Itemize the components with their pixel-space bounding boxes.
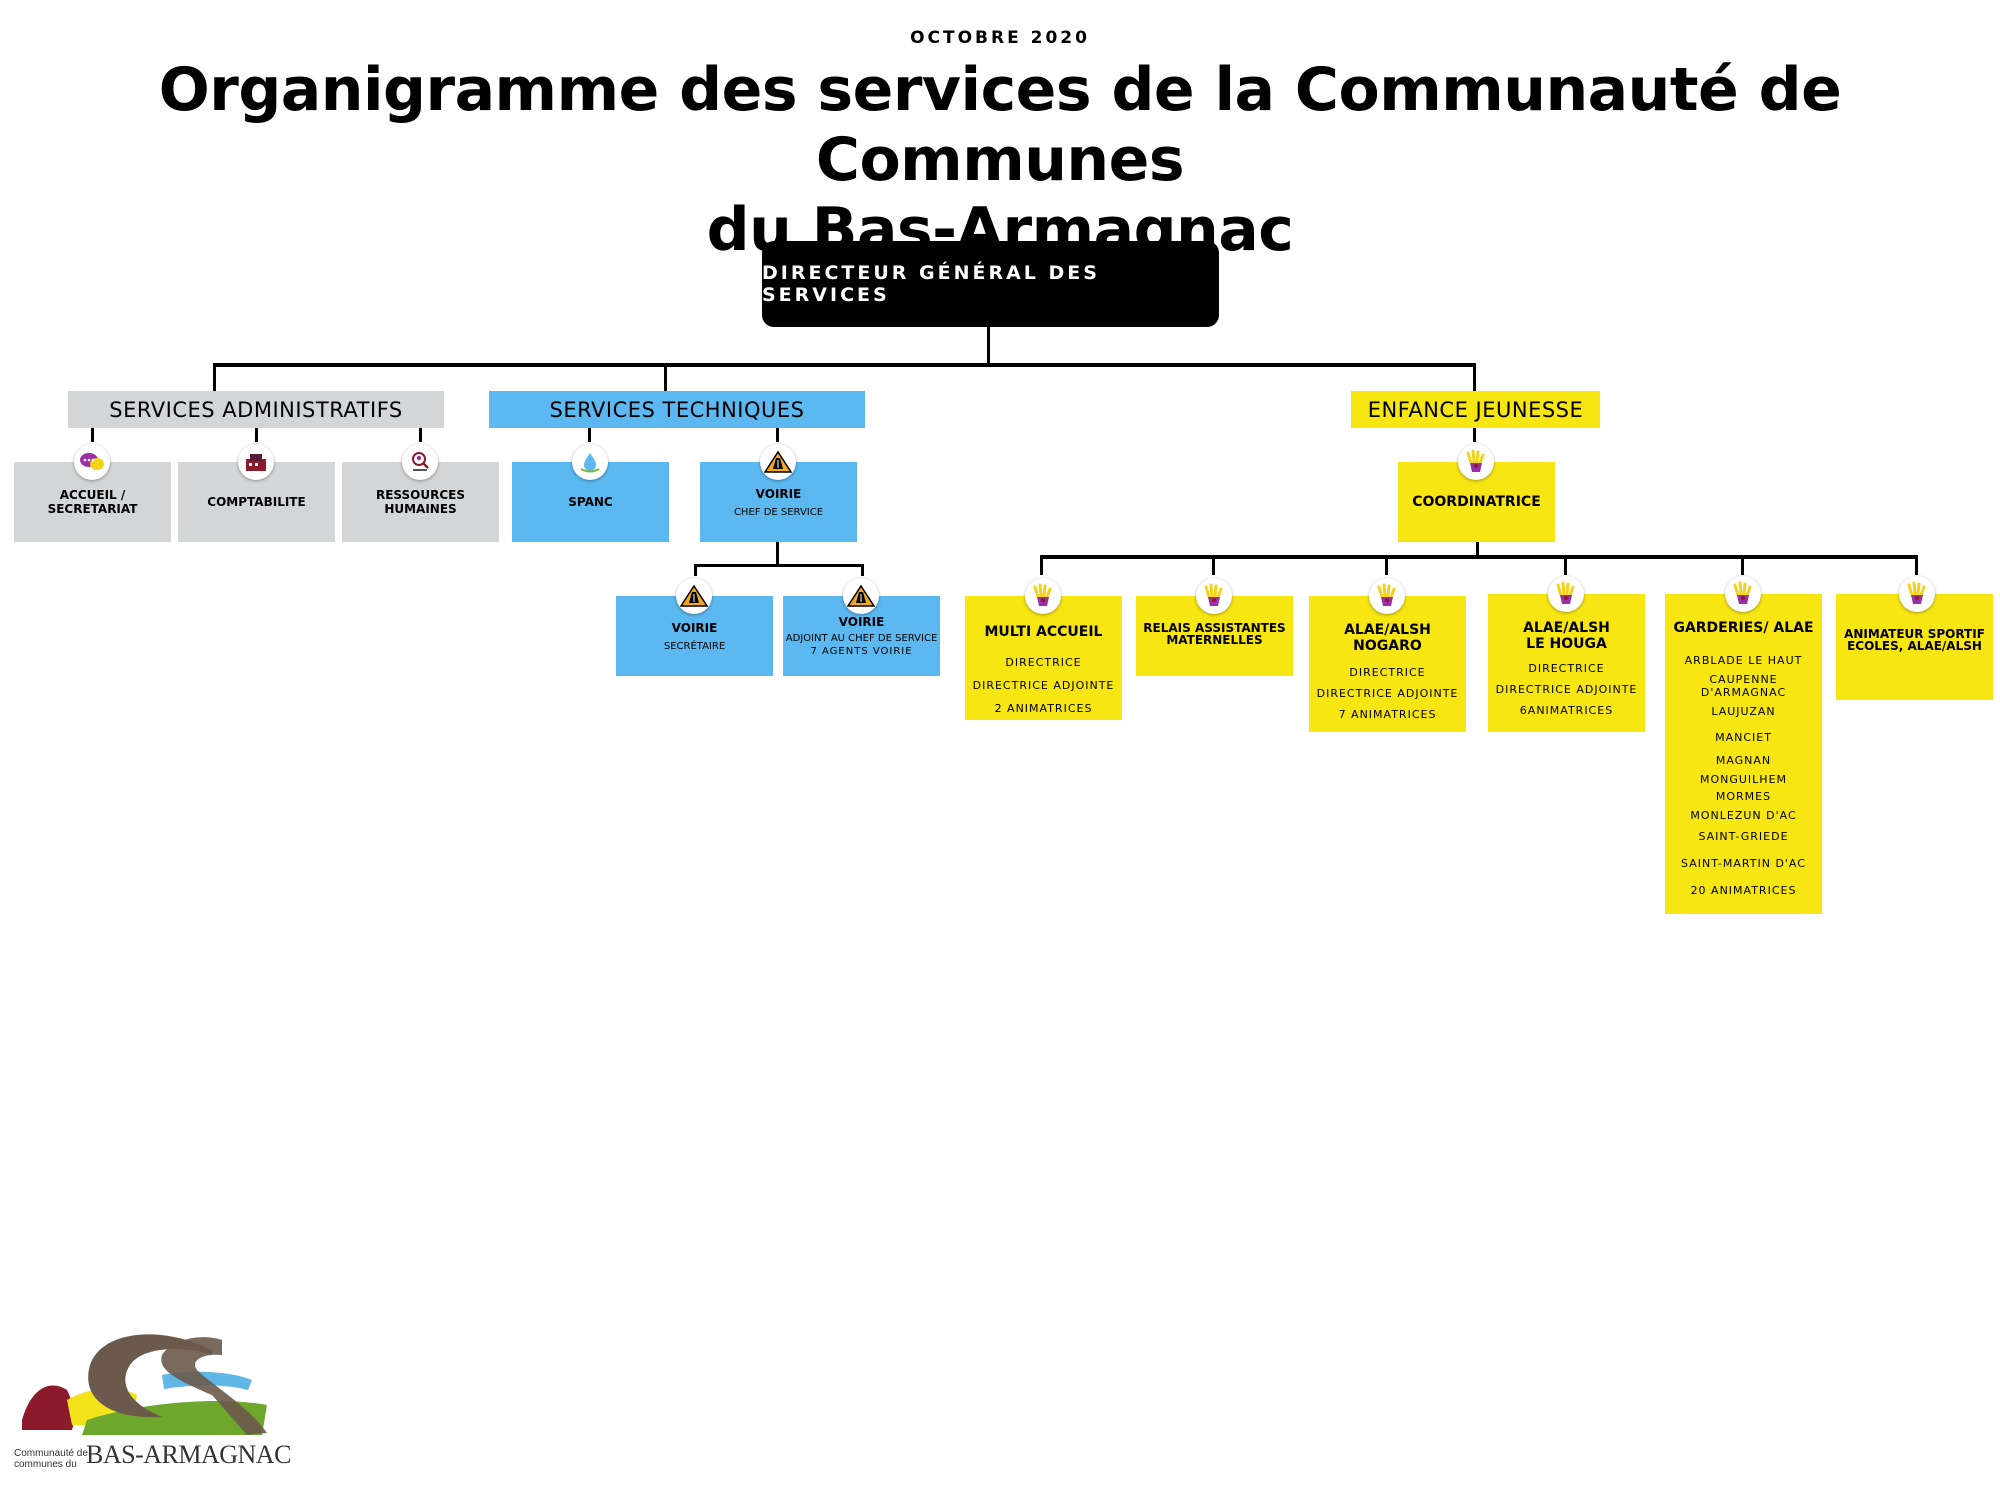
unit-detail: DIRECTRICE bbox=[1528, 662, 1605, 675]
unit-label: COORDINATRICE bbox=[1412, 494, 1541, 510]
unit-role: SECRÉTAIRE bbox=[663, 640, 726, 652]
connector-line bbox=[1915, 555, 1918, 575]
unit-label-2: MATERNELLES bbox=[1166, 633, 1263, 647]
connector-line bbox=[1040, 555, 1918, 559]
logo-tagline-line1: Communauté de bbox=[14, 1448, 88, 1459]
connector-line bbox=[694, 564, 697, 576]
connector-line bbox=[987, 327, 990, 365]
unit-label-2: NOGARO bbox=[1353, 638, 1422, 654]
admin-unit-rh: RESSOURCES HUMAINES bbox=[342, 462, 499, 542]
connector-line bbox=[1040, 555, 1043, 575]
hands-icon bbox=[1458, 444, 1494, 480]
unit-detail: MONGUILHEM bbox=[1699, 773, 1788, 786]
road-warning-icon bbox=[843, 578, 879, 614]
hands-icon bbox=[1725, 576, 1761, 612]
connector-line bbox=[255, 428, 258, 442]
enfance-header: ENFANCE JEUNESSE bbox=[1351, 391, 1600, 428]
water-drop-icon bbox=[572, 444, 608, 480]
unit-detail: MANCIET bbox=[1715, 731, 1772, 744]
connector-line bbox=[1564, 555, 1567, 575]
connector-line bbox=[694, 564, 864, 567]
unit-detail: MORMES bbox=[1715, 790, 1772, 803]
connector-line bbox=[776, 428, 779, 442]
connector-line bbox=[664, 363, 667, 391]
connector-line bbox=[588, 428, 591, 442]
admin-header: SERVICES ADMINISTRATIFS bbox=[68, 391, 444, 428]
hands-icon bbox=[1196, 578, 1232, 614]
unit-detail: 2 ANIMATRICES bbox=[994, 702, 1093, 715]
road-warning-icon bbox=[676, 578, 712, 614]
connector-line bbox=[213, 363, 216, 391]
unit-label: MULTI ACCUEIL bbox=[984, 624, 1103, 640]
connector-line bbox=[861, 564, 864, 576]
admin-unit-comptabilite: COMPTABILITE bbox=[178, 462, 335, 542]
chart-title-line1: Organigramme des services de la Communau… bbox=[158, 55, 1842, 195]
chart-date: OCTOBRE 2020 bbox=[910, 28, 1090, 48]
unit-detail: DIRECTRICE ADJOINTE bbox=[1316, 687, 1459, 700]
unit-detail: SAINT-GRIEDE bbox=[1698, 830, 1789, 843]
unit-detail: 20 ANIMATRICES bbox=[1690, 884, 1797, 897]
hands-icon bbox=[1548, 576, 1584, 612]
unit-detail: DIRECTRICE bbox=[1005, 656, 1082, 669]
hands-icon bbox=[1899, 576, 1935, 612]
alae-houga-box: ALAE/ALSH LE HOUGA DIRECTRICE DIRECTRICE… bbox=[1488, 594, 1645, 732]
director-box: DIRECTEUR GÉNÉRAL DES SERVICES bbox=[762, 241, 1219, 327]
connector-line bbox=[1741, 555, 1744, 575]
connector-line bbox=[213, 363, 1476, 367]
unit-label: RELAIS ASSISTANTES bbox=[1143, 621, 1286, 635]
unit-label: SPANC bbox=[568, 495, 613, 509]
tech-unit-voirie-adjoint: VOIRIE ADJOINT AU CHEF DE SERVICE 7 AGEN… bbox=[783, 596, 940, 676]
logo-tagline-line2: communes du bbox=[14, 1459, 77, 1470]
unit-detail: DIRECTRICE ADJOINTE bbox=[972, 679, 1115, 692]
logo-graphic bbox=[12, 1325, 272, 1445]
unit-detail: DIRECTRICE bbox=[1349, 666, 1426, 679]
multi-accueil-box: MULTI ACCUEIL DIRECTRICE DIRECTRICE ADJO… bbox=[965, 596, 1122, 720]
road-warning-icon bbox=[760, 444, 796, 480]
connector-line bbox=[1385, 555, 1388, 575]
technique-header: SERVICES TECHNIQUES bbox=[489, 391, 865, 428]
unit-detail: MONLEZUN D'AC bbox=[1690, 809, 1797, 822]
unit-role: ADJOINT AU CHEF DE SERVICE bbox=[785, 633, 938, 644]
accounting-icon bbox=[238, 444, 274, 480]
unit-role: CHEF DE SERVICE bbox=[733, 506, 824, 518]
unit-label: VOIRIE bbox=[671, 620, 718, 635]
unit-detail: 7 ANIMATRICES bbox=[1338, 708, 1437, 721]
unit-label: ANIMATEUR SPORTIF bbox=[1844, 627, 1985, 641]
unit-label: RESSOURCES HUMAINES bbox=[375, 488, 465, 516]
chart-title: Organigramme des services de la Communau… bbox=[0, 55, 2000, 265]
unit-label: VOIRIE bbox=[838, 615, 885, 629]
unit-label: GARDERIES/ ALAE bbox=[1673, 620, 1814, 636]
unit-detail: SAINT-MARTIN D'AC bbox=[1681, 857, 1806, 870]
unit-detail: CAUPENNE D'ARMAGNAC bbox=[1700, 673, 1787, 699]
logo-name: BAS-ARMAGNAC bbox=[86, 1440, 291, 1469]
unit-detail: MAGNAN bbox=[1715, 754, 1772, 767]
chat-bubbles-icon bbox=[74, 444, 110, 480]
connector-line bbox=[1473, 363, 1476, 391]
connector-line bbox=[419, 428, 422, 442]
connector-line bbox=[1473, 428, 1476, 442]
unit-detail: 6ANIMATRICES bbox=[1519, 704, 1614, 717]
unit-label: ACCUEIL / SECRETARIAT bbox=[47, 488, 138, 516]
connector-line bbox=[91, 428, 94, 442]
unit-detail: LAUJUZAN bbox=[1711, 705, 1776, 718]
unit-role-2: 7 AGENTS VOIRIE bbox=[810, 646, 913, 657]
logo-tagline: Communauté de communes du bbox=[14, 1448, 88, 1470]
unit-label-2: ECOLES, ALAE/ALSH bbox=[1847, 639, 1982, 653]
alae-nogaro-box: ALAE/ALSH NOGARO DIRECTRICE DIRECTRICE A… bbox=[1309, 596, 1466, 732]
unit-label: ALAE/ALSH bbox=[1344, 622, 1431, 638]
unit-detail: DIRECTRICE ADJOINTE bbox=[1495, 683, 1638, 696]
tech-unit-spanc: SPANC bbox=[512, 462, 669, 542]
connector-line bbox=[776, 542, 779, 566]
connector-line bbox=[1476, 542, 1479, 556]
unit-label: COMPTABILITE bbox=[207, 495, 306, 509]
unit-detail: ARBLADE LE HAUT bbox=[1684, 654, 1803, 667]
hands-icon bbox=[1369, 578, 1405, 614]
unit-label: VOIRIE bbox=[755, 486, 802, 501]
connector-line bbox=[1212, 555, 1215, 575]
unit-label: ALAE/ALSH bbox=[1523, 620, 1610, 636]
hands-icon bbox=[1025, 578, 1061, 614]
human-resources-icon bbox=[402, 444, 438, 480]
garderies-box: GARDERIES/ ALAE ARBLADE LE HAUT CAUPENNE… bbox=[1665, 594, 1822, 914]
unit-label-2: LE HOUGA bbox=[1526, 636, 1607, 652]
